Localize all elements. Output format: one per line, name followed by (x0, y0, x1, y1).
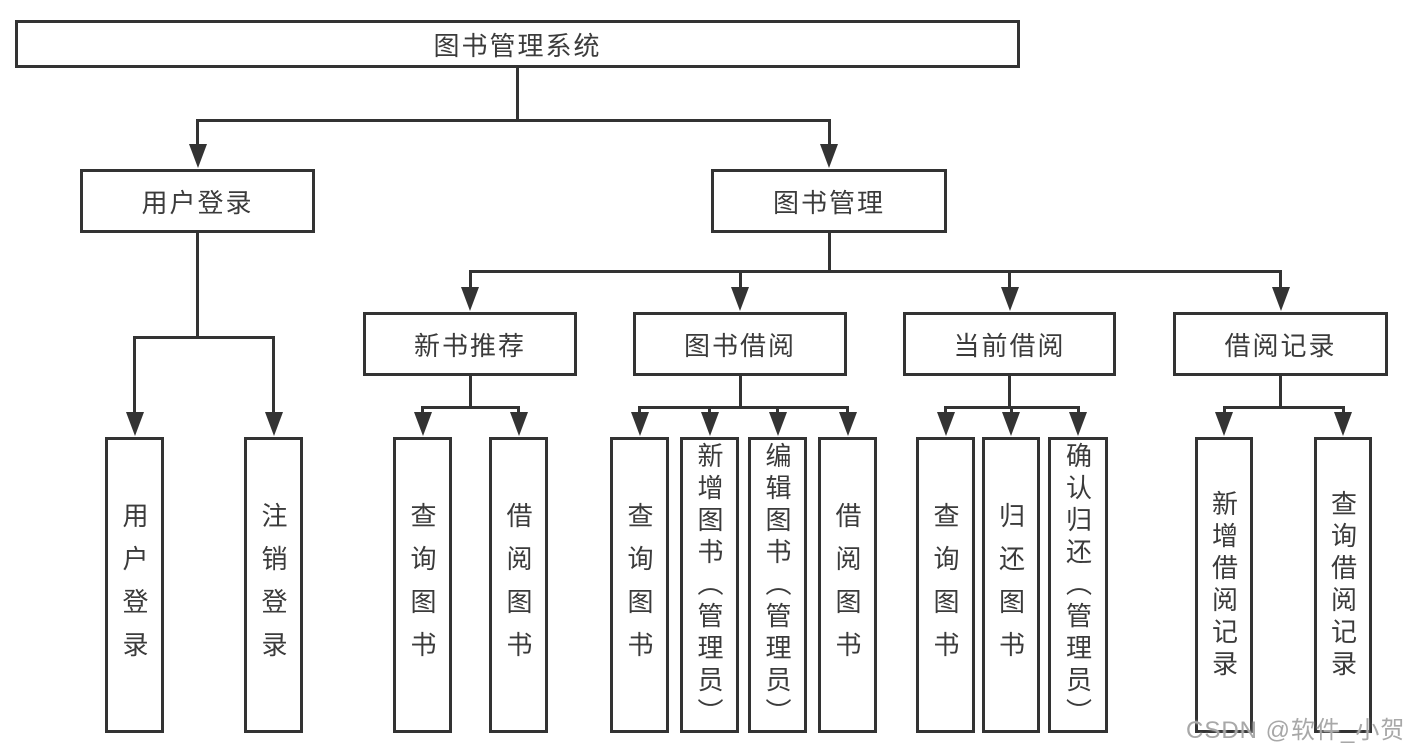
node-leaf-query-book-1: 查询图书 (393, 437, 452, 733)
connector-drop-leaf-query-book-2 (638, 406, 641, 417)
node-leaf-query-book-2: 查询图书 (610, 437, 669, 733)
connector-stem-book-borrow (738, 376, 742, 409)
connector-drop-leaf-borrow-book-1 (517, 406, 520, 417)
node-label-book-mgmt: 图书管理 (772, 187, 885, 218)
connector-bar-book-borrow (638, 406, 849, 409)
csdn-watermark: CSDN @软件_小贺同学 (1186, 717, 1405, 744)
connector-drop-leaf-add-book (708, 406, 711, 417)
node-borrow-record: 借阅记录 (1173, 312, 1388, 376)
node-label-current-borrow: 当前借阅 (953, 330, 1066, 361)
arrowhead-icon-book-mgmt (820, 144, 838, 168)
node-label-leaf-borrow-book-2: 借阅图书 (832, 502, 862, 674)
node-label-borrow-record: 借阅记录 (1224, 330, 1337, 361)
connector-stem-borrow-record (1279, 376, 1282, 409)
connector-bar-user-login (133, 336, 275, 339)
node-label-leaf-return-book: 归还图书 (995, 502, 1026, 674)
connector-bar-root (196, 119, 831, 122)
connector-drop-leaf-query-record (1341, 406, 1345, 417)
connector-stem-user-login (196, 233, 199, 339)
node-label-leaf-edit-book: 编辑图书（管理员） (762, 442, 792, 730)
connector-stem-current-borrow (1008, 376, 1011, 409)
node-leaf-user-login: 用户登录 (105, 437, 164, 733)
node-leaf-borrow-book-1: 借阅图书 (489, 437, 548, 733)
arrowhead-icon-leaf-edit-book (768, 412, 787, 436)
node-label-leaf-query-book-3: 查询图书 (930, 502, 960, 674)
node-label-new-book: 新书推荐 (413, 330, 526, 361)
connector-stem-new-book (468, 376, 472, 409)
arrowhead-icon-new-book (461, 287, 479, 311)
connector-drop-leaf-return-book (1009, 406, 1013, 417)
arrowhead-icon-leaf-query-book-2 (630, 412, 649, 436)
node-label-leaf-add-record: 新增借阅记录 (1208, 490, 1239, 682)
connector-drop-new-book (468, 270, 472, 292)
node-user-login: 用户登录 (80, 169, 315, 233)
node-leaf-query-record: 查询借阅记录 (1314, 437, 1372, 733)
arrowhead-icon-current-borrow (1000, 287, 1019, 311)
arrowhead-icon-user-login (188, 144, 207, 168)
connector-drop-user-login (196, 119, 199, 149)
connector-drop-leaf-edit-book (776, 406, 779, 417)
node-current-borrow: 当前借阅 (903, 312, 1116, 376)
arrowhead-icon-leaf-confirm-return (1069, 412, 1087, 436)
node-label-leaf-user-login: 用户登录 (119, 502, 149, 674)
arrowhead-icon-leaf-query-book-1 (413, 412, 432, 436)
arrowhead-icon-leaf-query-book-3 (936, 412, 955, 436)
node-leaf-confirm-return: 确认归还（管理员） (1048, 437, 1108, 733)
node-label-leaf-query-book-1: 查询图书 (407, 502, 437, 674)
node-leaf-borrow-book-2: 借阅图书 (818, 437, 877, 733)
connector-drop-book-mgmt (827, 119, 831, 149)
arrowhead-icon-leaf-return-book (1002, 412, 1020, 436)
arrowhead-icon-leaf-query-record (1334, 412, 1352, 436)
node-book-borrow: 图书借阅 (633, 312, 847, 376)
connector-drop-current-borrow (1008, 270, 1011, 292)
arrowhead-icon-leaf-add-record (1215, 412, 1233, 436)
arrowhead-icon-leaf-borrow-book-2 (838, 412, 857, 436)
node-leaf-add-record: 新增借阅记录 (1195, 437, 1253, 733)
connector-drop-leaf-logout (272, 336, 275, 417)
node-leaf-add-book: 新增图书（管理员） (680, 437, 739, 733)
connector-drop-leaf-user-login (133, 336, 136, 417)
arrowhead-icon-leaf-user-login (125, 412, 144, 436)
connector-bar-borrow-record (1222, 406, 1345, 409)
node-label-leaf-query-book-2: 查询图书 (624, 502, 654, 674)
arrowhead-icon-leaf-borrow-book-1 (509, 412, 528, 436)
node-new-book: 新书推荐 (363, 312, 577, 376)
node-label-user-login: 用户登录 (141, 187, 254, 218)
connector-stem-book-mgmt (827, 233, 831, 273)
node-label-leaf-borrow-book-1: 借阅图书 (503, 502, 533, 674)
arrowhead-icon-leaf-add-book (700, 412, 719, 436)
node-label-leaf-logout: 注销登录 (258, 502, 288, 674)
connector-drop-leaf-query-book-3 (944, 406, 947, 417)
node-leaf-edit-book: 编辑图书（管理员） (748, 437, 807, 733)
node-label-leaf-query-record: 查询借阅记录 (1327, 490, 1358, 682)
connector-drop-leaf-query-book-1 (421, 406, 424, 417)
arrowhead-icon-leaf-logout (264, 412, 283, 436)
connector-drop-leaf-add-record (1222, 406, 1226, 417)
arrowhead-icon-book-borrow (731, 287, 749, 311)
connector-stem-root (516, 68, 519, 122)
connector-bar-book-mgmt (468, 270, 1282, 273)
node-book-mgmt: 图书管理 (711, 169, 947, 233)
node-leaf-query-book-3: 查询图书 (916, 437, 975, 733)
connector-drop-book-borrow (738, 270, 742, 292)
connector-bar-new-book (421, 406, 520, 409)
connector-drop-leaf-borrow-book-2 (846, 406, 849, 417)
arrowhead-icon-borrow-record (1271, 287, 1290, 311)
node-label-root: 图书管理系统 (433, 30, 602, 61)
node-leaf-return-book: 归还图书 (982, 437, 1040, 733)
node-root: 图书管理系统 (15, 20, 1020, 68)
connector-drop-borrow-record (1279, 270, 1282, 292)
node-label-leaf-add-book: 新增图书（管理员） (694, 442, 724, 730)
node-label-leaf-confirm-return: 确认归还（管理员） (1062, 442, 1093, 730)
connector-drop-leaf-confirm-return (1076, 406, 1080, 417)
node-label-book-borrow: 图书借阅 (683, 330, 796, 361)
node-leaf-logout: 注销登录 (244, 437, 303, 733)
